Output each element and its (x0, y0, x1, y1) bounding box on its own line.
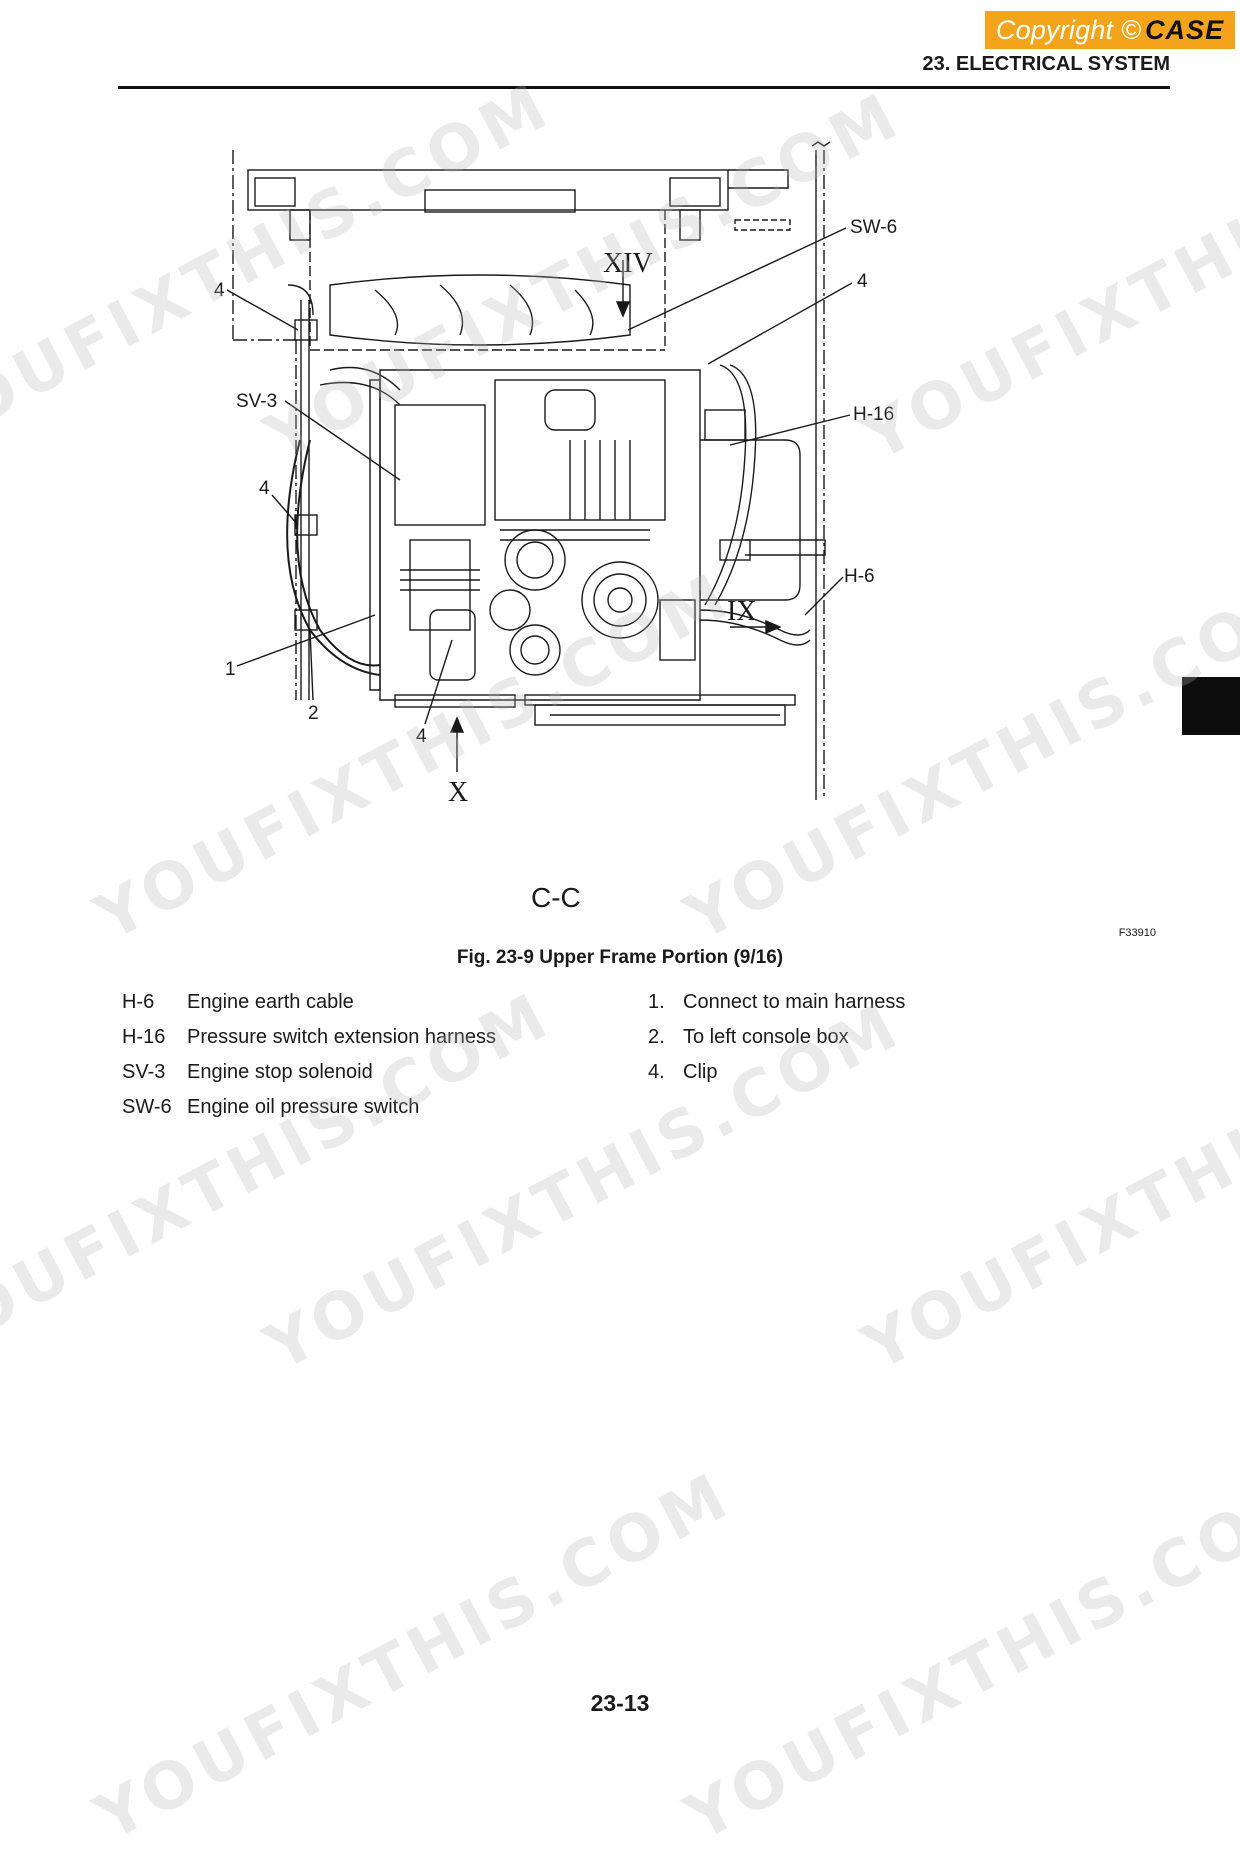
brand-logo: CASE (1145, 14, 1225, 45)
legend-key: SV-3 (122, 1061, 166, 1083)
legend-key: SW-6 (122, 1096, 172, 1118)
legend-text: Engine earth cable (187, 991, 354, 1013)
legend-key: 1. (648, 991, 665, 1013)
legend-text: Clip (683, 1061, 718, 1083)
legend-key: 2. (648, 1026, 665, 1048)
callout-h16: H-16 (853, 404, 894, 425)
callout-4-top-right: 4 (857, 271, 868, 292)
legend-key: H-16 (122, 1026, 166, 1048)
callout-4-mid-left: 4 (259, 478, 270, 499)
section-title: 23. ELECTRICAL SYSTEM (922, 53, 1170, 75)
legend-text: Engine stop solenoid (187, 1061, 373, 1083)
watermark: YOUFIXTHIS (851, 1088, 1240, 1386)
callout-h6: H-6 (844, 566, 875, 587)
callout-4-bottom: 4 (416, 726, 427, 747)
legend-text: Pressure switch extension harness (187, 1026, 497, 1048)
legend-text: Engine oil pressure switch (187, 1096, 420, 1118)
watermark: YOUFIXTHIS.COM (674, 1458, 1240, 1856)
callout-sw6: SW-6 (850, 217, 897, 238)
legend-key: 4. (648, 1061, 665, 1083)
engine-drawing: SW-6 4 4 SV-3 H-16 4 H-6 1 2 4 XIV IX X … (214, 141, 897, 913)
legend-row: H-16 Pressure switch extension harness (122, 1020, 496, 1055)
legend-key: H-6 (122, 991, 155, 1013)
legend-left: H-6 Engine earth cable H-16 Pressure switc… (122, 985, 496, 1125)
view-marker-xiv: XIV (603, 248, 653, 279)
figure-caption: Fig. 23-9 Upper Frame Portion (9/16) (456, 947, 784, 968)
legend-row: SV-3 Engine stop solenoid (122, 1055, 496, 1090)
header-divider (118, 86, 1170, 89)
legend-text: Connect to main harness (683, 991, 906, 1013)
chapter-tab (1182, 677, 1240, 735)
section-label: C-C (531, 882, 581, 913)
callout-sv3: SV-3 (236, 391, 277, 412)
legend-text: To left console box (683, 1026, 849, 1048)
watermark: YOUFIXTHIS.COM (84, 1458, 744, 1856)
legend-row: SW-6 Engine oil pressure switch (122, 1090, 496, 1125)
copyright-badge: Copyright © CASE (985, 11, 1235, 49)
legend-row: 2. To left console box (648, 1020, 905, 1055)
legend-row: H-6 Engine earth cable (122, 985, 496, 1020)
legend-row: 1. Connect to main harness (648, 985, 905, 1020)
figure-code: F33910 (1118, 927, 1156, 939)
copyright-text: Copyright © (995, 14, 1142, 45)
legend-right: 1. Connect to main harness 2. To left cons… (648, 985, 905, 1090)
view-marker-ix: IX (727, 596, 757, 627)
view-marker-x: X (448, 777, 468, 808)
callout-1: 1 (225, 659, 236, 680)
callout-2: 2 (308, 703, 319, 724)
page-number: 23-13 (590, 1690, 650, 1716)
legend-row: 4. Clip (648, 1055, 905, 1090)
callout-4-top-left: 4 (214, 280, 225, 301)
